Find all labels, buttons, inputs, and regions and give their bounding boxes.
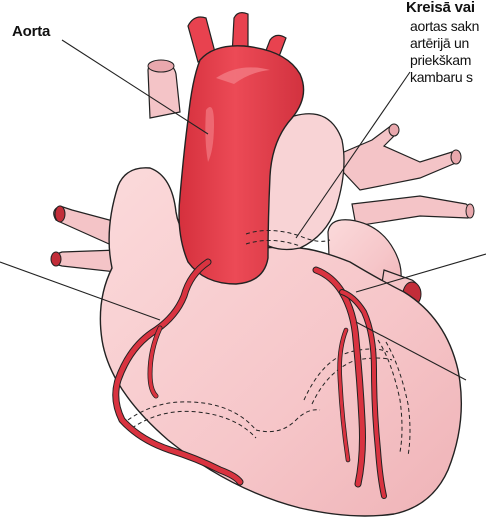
left-pulmonary-vein-lower [54, 250, 118, 272]
aorta-label: Aorta [12, 23, 50, 40]
left-pulmonary-vein-opening-upper [55, 206, 65, 222]
left-coronary-desc-line-3: priekškam [410, 52, 471, 69]
right-branch-opening-3 [466, 204, 474, 218]
left-coronary-desc-line-2: artērijā un [410, 35, 469, 52]
aorta-leader-line [62, 40, 208, 134]
left-pulmonary-vein-opening-lower [51, 252, 61, 266]
right-branch-opening-2 [451, 150, 461, 164]
left-coronary-title: Kreisā vai [406, 0, 475, 16]
right-pulmonary-vein [352, 196, 471, 226]
left-coronary-desc-line-1: aortas sakn [410, 18, 479, 35]
right-branch-opening-1 [389, 124, 399, 136]
vena-cava-opening [148, 60, 174, 72]
left-coronary-desc-line-4: kambaru s [410, 69, 473, 86]
